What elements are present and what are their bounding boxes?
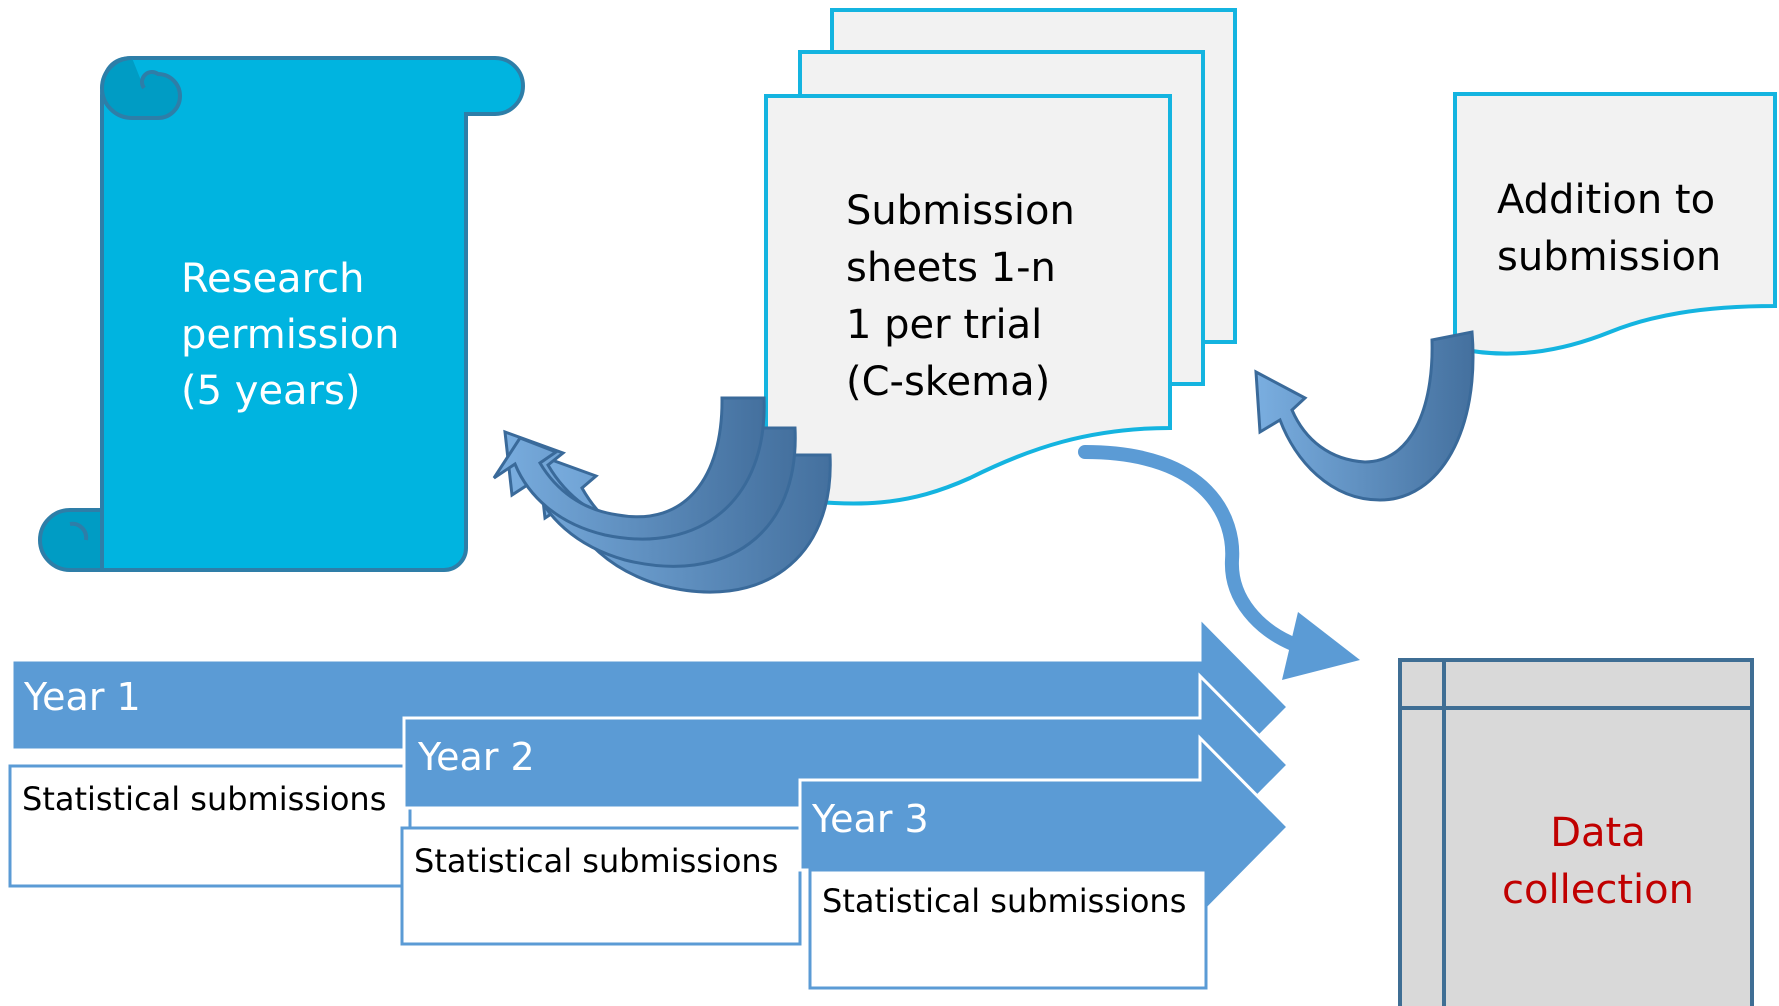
scroll-text-line-2: permission — [181, 312, 399, 358]
submission-sheet-front — [764, 94, 1172, 506]
year-2-submissions-label: Statistical submissions — [414, 842, 778, 880]
data-collection-text-line-1: Data — [1550, 810, 1646, 856]
scroll-text-line-3: (5 years) — [181, 368, 360, 414]
submission-text-line-1: Submission — [846, 188, 1075, 234]
year-3-group: Year 3 Statistical submissions — [798, 734, 1291, 990]
addition-text-line-1: Addition to — [1497, 177, 1715, 223]
year-1-submissions-label: Statistical submissions — [22, 780, 386, 818]
submission-sheets-stack: Submission sheets 1-n 1 per trial (C-ske… — [764, 8, 1237, 506]
year-3-submissions-box — [808, 868, 1208, 990]
year-2-group: Year 2 Statistical submissions — [400, 672, 1291, 946]
year-1-submissions-box — [8, 764, 412, 888]
addition-document-shape — [1453, 92, 1777, 356]
research-permission-scroll: Research permission (5 years) — [38, 56, 525, 572]
scroll-text-line-1: Research — [181, 256, 364, 302]
curved-arrow-3 — [492, 396, 766, 541]
year-2-label: Year 2 — [417, 735, 535, 779]
data-collection-box: Data collection — [1398, 658, 1754, 1006]
year-1-label: Year 1 — [23, 675, 141, 719]
submission-text-line-4: (C-skema) — [846, 359, 1050, 405]
submission-to-permission-arrows — [492, 396, 832, 594]
data-collection-frame — [1398, 658, 1754, 1006]
submission-to-data-arrow — [1078, 445, 1360, 680]
arrowhead — [1282, 612, 1360, 680]
submission-text-line-3: 1 per trial — [846, 302, 1042, 348]
addition-to-submission-arrow — [1254, 330, 1475, 502]
scroll-top-curl — [100, 56, 182, 120]
year-1-group: Year 1 Statistical submissions — [8, 614, 1291, 888]
submission-text-line-2: sheets 1-n — [846, 245, 1056, 291]
addition-document: Addition to submission — [1453, 92, 1777, 356]
data-collection-text-line-2: collection — [1502, 867, 1694, 913]
scroll-bottom-curl — [38, 508, 104, 572]
year-3-submissions-label: Statistical submissions — [822, 882, 1186, 920]
year-2-submissions-box — [400, 826, 802, 946]
addition-text-line-2: submission — [1497, 234, 1721, 280]
year-3-label: Year 3 — [811, 797, 929, 841]
